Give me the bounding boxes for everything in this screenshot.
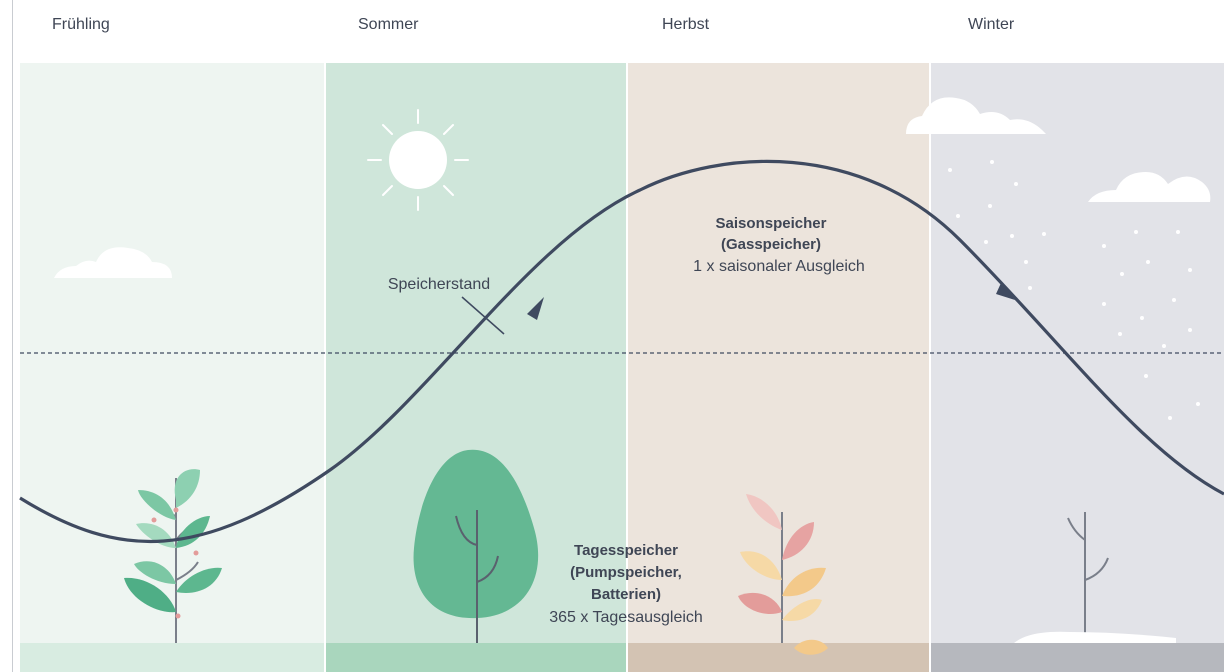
- season-label-spring: Frühling: [52, 16, 110, 33]
- cloud-icon: [54, 247, 172, 278]
- bare-branch-icon: [1014, 512, 1176, 643]
- seasonal-storage-subtitle: 1 x saisonaler Ausgleich: [693, 258, 865, 275]
- label-leader-line: [461, 296, 505, 335]
- daily-storage-subtitle: 365 x Tagesausgleich: [549, 609, 703, 626]
- snowflake-dots: [948, 160, 1200, 420]
- sun-icon: [367, 109, 469, 211]
- arrow-down-icon: [996, 283, 1015, 300]
- autumn-ground: [628, 643, 929, 672]
- summer-ground: [326, 643, 626, 672]
- winter-ground: [931, 643, 1224, 672]
- curve-label: Speicherstand: [388, 276, 490, 293]
- storage-level-curve: [19, 159, 1224, 543]
- seasonal-storage-title-1: Saisonspeicher: [716, 215, 827, 232]
- daily-storage-title-2: (Pumpspeicher,: [570, 564, 682, 581]
- season-dividers: [324, 63, 931, 672]
- arrow-up-icon: [527, 297, 544, 320]
- plant-icon: [124, 469, 222, 643]
- cloud-icon: [906, 97, 1211, 202]
- spring-ground: [20, 643, 324, 672]
- season-label-winter: Winter: [968, 16, 1015, 33]
- season-label-autumn: Herbst: [662, 16, 710, 33]
- daily-storage-title-1: Tagesspeicher: [574, 542, 678, 559]
- left-border: [12, 0, 13, 672]
- autumn-plant-icon: [738, 494, 828, 655]
- season-label-summer: Sommer: [358, 16, 419, 33]
- seasonal-storage-title-2: (Gasspeicher): [721, 236, 821, 253]
- tree-icon: [413, 449, 539, 643]
- daily-storage-title-3: Batterien): [591, 586, 661, 603]
